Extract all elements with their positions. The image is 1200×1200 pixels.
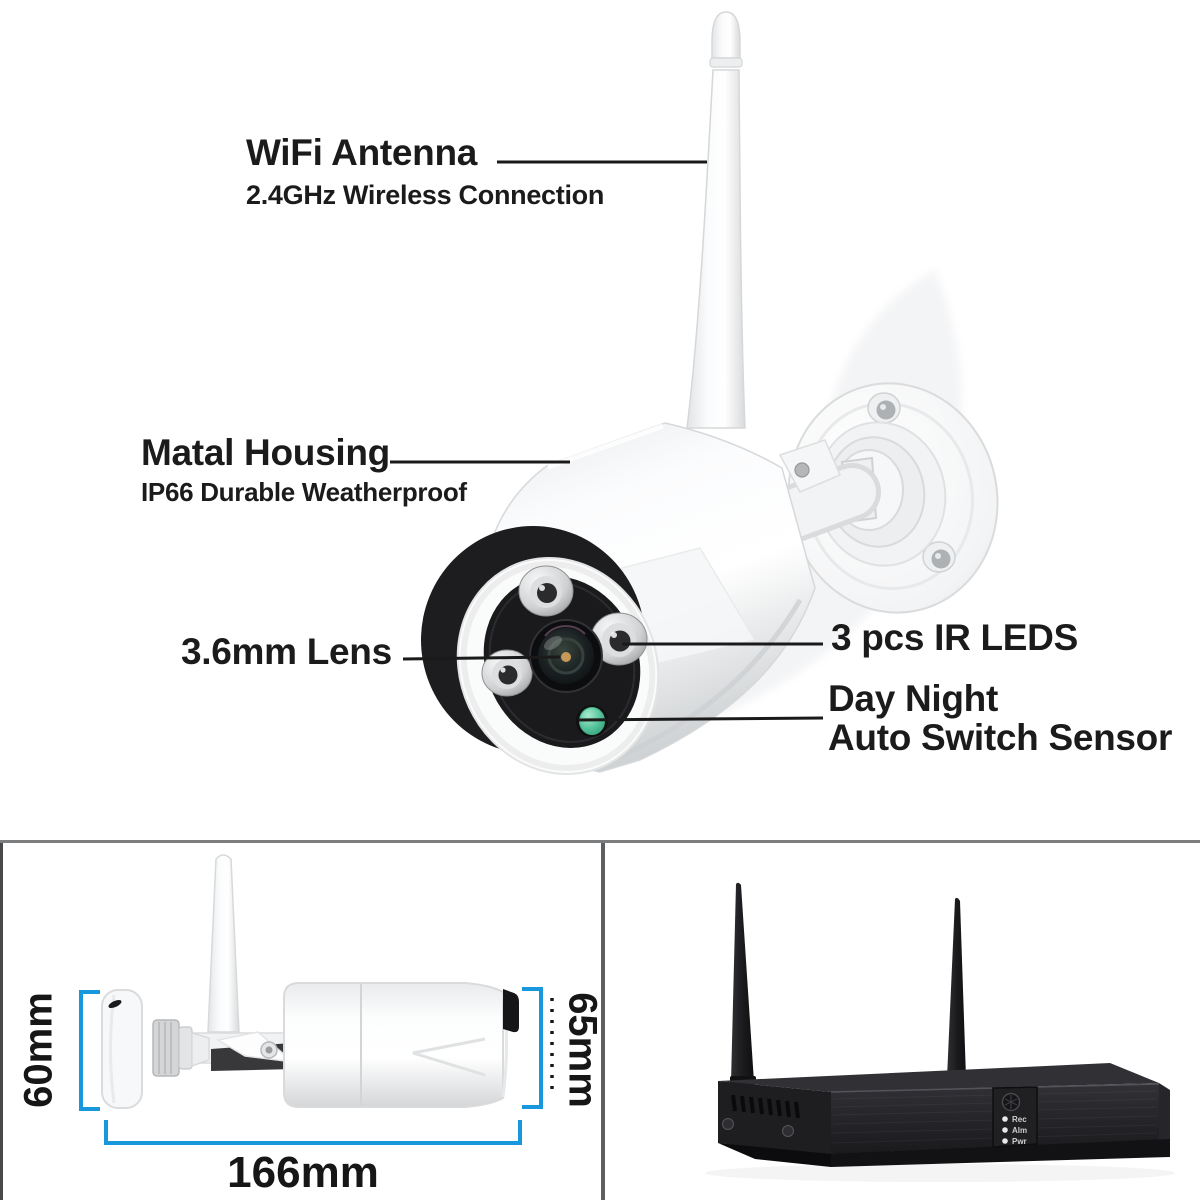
label-ir-leds: 3 pcs IR LEDS [831,617,1078,658]
ir-led-left [481,649,533,697]
nvr-right-face [1159,1083,1170,1146]
side-visor-cap [503,989,519,1033]
ir-led-top [518,565,574,617]
label-housing-title: Matal Housing [141,432,390,473]
nvr-led-alm [1002,1127,1008,1133]
label-wifi-antenna-subtitle: 2.4GHz Wireless Connection [246,180,605,210]
nvr-top-face [718,1063,1159,1092]
nvr-led-label-alm: Alm [1012,1126,1027,1135]
nvr-left-face [718,1081,831,1156]
callout-line-lens [402,655,561,661]
label-housing-subtitle: IP66 Durable Weatherproof [141,477,467,507]
nvr-led-strip: Rec Alm Pwr [992,1086,1038,1148]
nvr-chassis: Rec Alm Pwr [718,1063,1170,1167]
bracket-65mm [522,987,543,1109]
label-day-night-line1: Day Night [828,678,998,719]
dim-length: 166mm [227,1148,379,1197]
nvr-led-rec [1002,1116,1008,1122]
bracket-166mm [104,1120,522,1145]
nvr-led-pwr [1002,1138,1008,1144]
callout-line-sensor [577,716,824,722]
dim-height-body: 65mm [560,992,601,1108]
dimension-brackets [79,987,543,1145]
camera-side-view: 60mm 65mm 166mm [17,854,601,1197]
ir-led-right [590,612,648,666]
mount-screw-top [867,392,901,424]
nvr-led-label-rec: Rec [1012,1115,1027,1124]
label-wifi-antenna-title: WiFi Antenna [246,132,478,173]
mount-screw-bottom [922,541,956,573]
nvr-antenna-left [731,882,754,1082]
side-antenna [207,854,240,1033]
camera-lens [529,619,603,693]
camera-annotated-illustration [390,11,999,775]
nvr-vents [731,1094,800,1119]
side-camera-body [283,982,519,1108]
side-mount-base [101,989,143,1109]
nvr-base [825,1139,1170,1167]
dim-height-mount: 60mm [17,992,61,1108]
label-lens: 3.6mm Lens [181,631,392,672]
dimension-panel: 60mm 65mm 166mm [0,843,601,1200]
bracket-60mm [79,990,100,1111]
nvr-led-label-pwr: Pwr [1012,1137,1027,1146]
nvr-antenna-right [947,897,966,1078]
label-day-night-line2: Auto Switch Sensor [828,717,1173,758]
mount-hinge-arm [761,439,881,544]
nvr-panel: Rec Alm Pwr [601,843,1200,1200]
wifi-antenna [686,11,746,429]
callout-lines [390,160,824,722]
side-knurled-nut [152,1019,210,1077]
nvr-illustration: Rec Alm Pwr [705,882,1175,1182]
bottom-panels: 60mm 65mm 166mm [0,840,1200,1200]
